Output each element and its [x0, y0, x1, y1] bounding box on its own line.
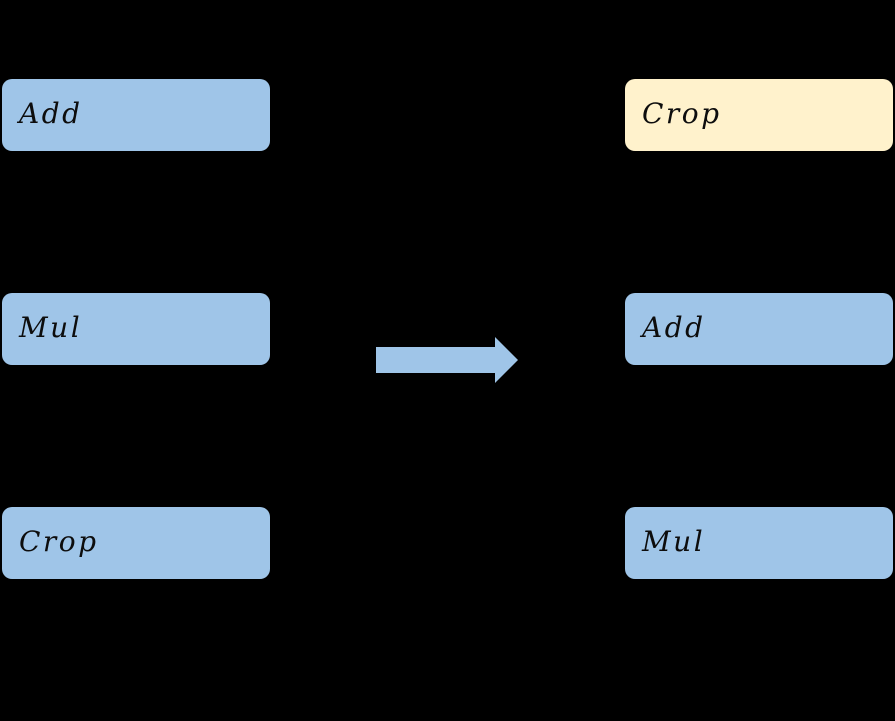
node-add-after: Add: [625, 293, 893, 365]
node-label: Add: [19, 97, 83, 130]
node-crop-before: Crop: [2, 507, 270, 579]
node-crop-after: Crop: [625, 79, 893, 151]
right-arrow-icon: [376, 337, 518, 383]
node-label: Mul: [642, 525, 706, 558]
node-label: Crop: [19, 525, 99, 558]
node-label: Crop: [642, 97, 722, 130]
node-mul-before: Mul: [2, 293, 270, 365]
node-label: Mul: [19, 311, 83, 344]
node-label: Add: [642, 311, 706, 344]
node-add-before: Add: [2, 79, 270, 151]
node-mul-after: Mul: [625, 507, 893, 579]
transform-arrow: [376, 337, 518, 383]
